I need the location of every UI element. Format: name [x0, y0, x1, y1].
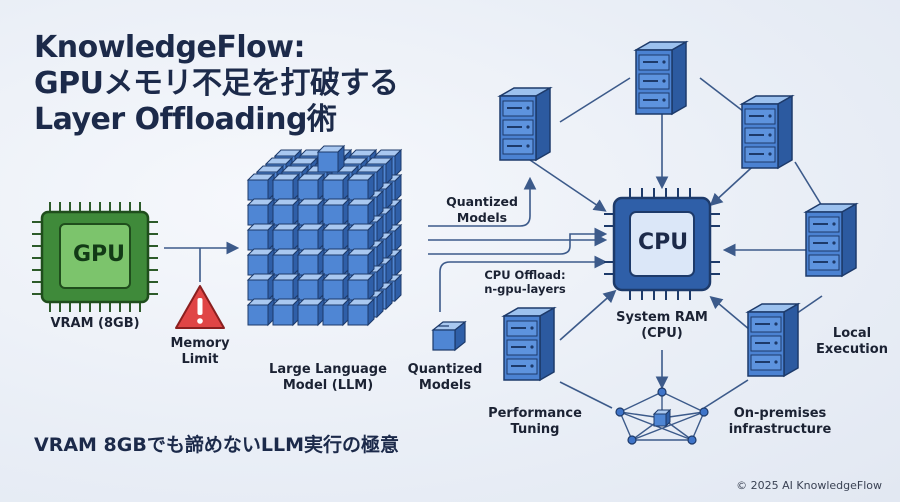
server-icon-right	[805, 203, 857, 277]
gpu-vram-label: VRAM (8GB)	[50, 316, 140, 331]
llm-cube-cell	[247, 298, 275, 326]
subtitle: VRAM 8GBでも諦めないLLM実行の極意	[34, 434, 399, 456]
server-icon-top	[635, 41, 687, 115]
llm-cube-cell	[322, 298, 350, 326]
llm-cube-cell	[247, 248, 275, 276]
warning-icon	[175, 285, 225, 329]
cpu-offload-label: CPU Offload:n-gpu-layers	[484, 268, 566, 296]
server-icon-bottom-left	[503, 307, 555, 381]
llm-cube-cell	[297, 248, 325, 276]
llm-cube-cell	[272, 248, 300, 276]
llm-cube-cell	[272, 298, 300, 326]
llm-cube-cell	[297, 198, 325, 226]
cpu-chip-text: CPU	[638, 230, 689, 255]
page-title-line-1: KnowledgeFlow:	[34, 30, 305, 65]
copyright-text: © 2025 AI KnowledgeFlow	[736, 479, 882, 492]
llm-cube-grid-icon	[247, 145, 402, 326]
cpu-chip-icon	[604, 188, 720, 300]
llm-cube-cell	[297, 273, 325, 301]
llm-cube-cell	[347, 173, 375, 201]
llm-cube-cell	[272, 198, 300, 226]
llm-cube-cell	[247, 198, 275, 226]
llm-cube-cell	[297, 223, 325, 251]
llm-cube-top-block	[317, 145, 345, 173]
system-ram-label: System RAM(CPU)	[616, 310, 708, 341]
llm-cube-cell	[247, 273, 275, 301]
llm-cube-cell	[322, 173, 350, 201]
llm-cube-cell	[347, 248, 375, 276]
llm-cube-cell	[297, 173, 325, 201]
llm-cube-cell	[347, 273, 375, 301]
llm-to-cpu-arrows	[428, 176, 608, 312]
llm-cube-cell	[247, 173, 275, 201]
llm-cube-cell	[272, 223, 300, 251]
llm-cube-cell	[322, 223, 350, 251]
network-node-icon	[615, 387, 709, 445]
server-icon-bottom-right	[747, 303, 799, 377]
gpu-chip-text: GPU	[73, 242, 126, 267]
llm-cube-cell	[297, 298, 325, 326]
server-icon-top-left	[499, 87, 551, 161]
llm-cube-cell	[247, 223, 275, 251]
server-network-lines	[529, 77, 823, 409]
gpu-chip-icon	[32, 202, 158, 312]
quantized-model-box-icon	[431, 320, 467, 352]
llm-cube-cell	[347, 223, 375, 251]
llm-cube-cell	[322, 198, 350, 226]
server-icon-top-right	[741, 95, 793, 169]
llm-cube-cell	[347, 298, 375, 326]
page-title-line-3: Layer Offloading術	[34, 102, 337, 137]
llm-cube-cell	[272, 173, 300, 201]
llm-cube-cell	[322, 248, 350, 276]
page-title-line-2: GPUメモリ不足を打破する	[34, 66, 399, 101]
llm-cube-cell	[347, 198, 375, 226]
llm-cube-cell	[272, 273, 300, 301]
llm-cube-cell	[322, 273, 350, 301]
